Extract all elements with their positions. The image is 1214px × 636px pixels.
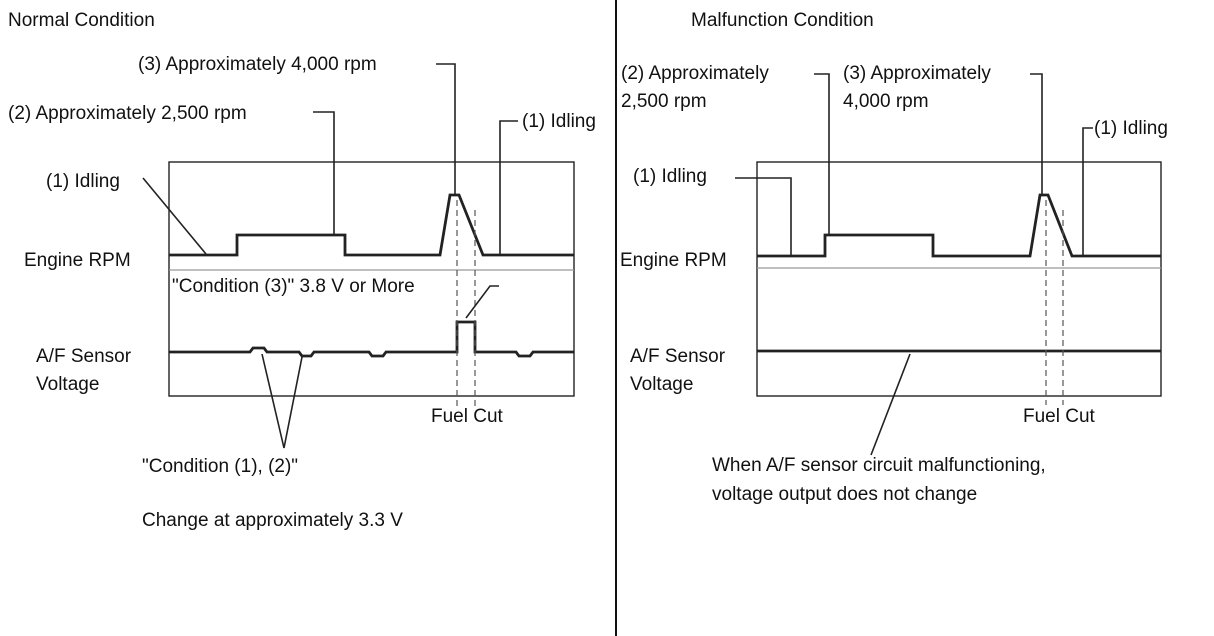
- normal-fuel-cut-label: Fuel Cut: [431, 406, 504, 427]
- normal-graph-frame: [168, 161, 575, 397]
- malfunction-voltage-label: Voltage: [630, 374, 693, 395]
- malfunction-engine-rpm-trace: [757, 193, 1161, 258]
- normal-engine-rpm-label: Engine RPM: [24, 250, 131, 271]
- normal-voltage-label: Voltage: [36, 374, 99, 395]
- malfunction-2500-label-2: 2,500 rpm: [621, 91, 707, 112]
- normal-2500-leader: [313, 111, 335, 235]
- normal-af-voltage-trace: [169, 320, 574, 358]
- malfunction-af-sensor-label: A/F Sensor: [630, 346, 726, 367]
- normal-condition12-label: "Condition (1), (2)": [142, 456, 298, 477]
- malfunction-graph-frame: [756, 161, 1162, 397]
- normal-idling-right-label: (1) Idling: [522, 111, 596, 132]
- malfunction-4000-leader: [1030, 73, 1043, 195]
- normal-idling-right-leader: [499, 120, 518, 255]
- malfunction-note-line-1: When A/F sensor circuit malfunctioning,: [712, 455, 1046, 476]
- malfunction-4000-label-1: (3) Approximately: [843, 63, 991, 84]
- normal-engine-rpm-trace: [169, 193, 574, 257]
- malfunction-idling-right-leader: [1082, 127, 1093, 256]
- normal-4000-label: (3) Approximately 4,000 rpm: [138, 54, 377, 75]
- malfunction-4000-label-2: 4,000 rpm: [843, 91, 929, 112]
- normal-condition3-label: "Condition (3)" 3.8 V or More: [172, 276, 415, 297]
- malfunction-2500-label-1: (2) Approximately: [621, 63, 769, 84]
- malfunction-panel: Malfunction Condition Engine RPM A/F Sen…: [620, 10, 1168, 505]
- normal-title: Normal Condition: [8, 10, 155, 31]
- malfunction-fuel-cut-label: Fuel Cut: [1023, 406, 1096, 427]
- malfunction-2500-leader: [814, 73, 830, 235]
- normal-af-sensor-label: A/F Sensor: [36, 346, 132, 367]
- malfunction-title: Malfunction Condition: [691, 10, 874, 31]
- normal-idling-left-label: (1) Idling: [46, 171, 120, 192]
- malfunction-engine-rpm-label: Engine RPM: [620, 250, 727, 271]
- normal-change-note: Change at approximately 3.3 V: [142, 510, 403, 531]
- malfunction-idling-left-leader: [735, 177, 792, 256]
- normal-4000-leader: [436, 63, 456, 195]
- normal-condition3-leader: [465, 285, 499, 319]
- malfunction-note-leader: [870, 353, 911, 456]
- normal-2500-label: (2) Approximately 2,500 rpm: [8, 103, 247, 124]
- normal-panel: Normal Condition Engine RPM A/F Sensor V…: [8, 10, 596, 531]
- malfunction-note-line-2: voltage output does not change: [712, 484, 977, 505]
- normal-idling-left-leader: [142, 177, 207, 255]
- malfunction-idling-left-label: (1) Idling: [633, 166, 707, 187]
- normal-condition12-leader: [261, 353, 303, 449]
- malfunction-idling-right-label: (1) Idling: [1094, 118, 1168, 139]
